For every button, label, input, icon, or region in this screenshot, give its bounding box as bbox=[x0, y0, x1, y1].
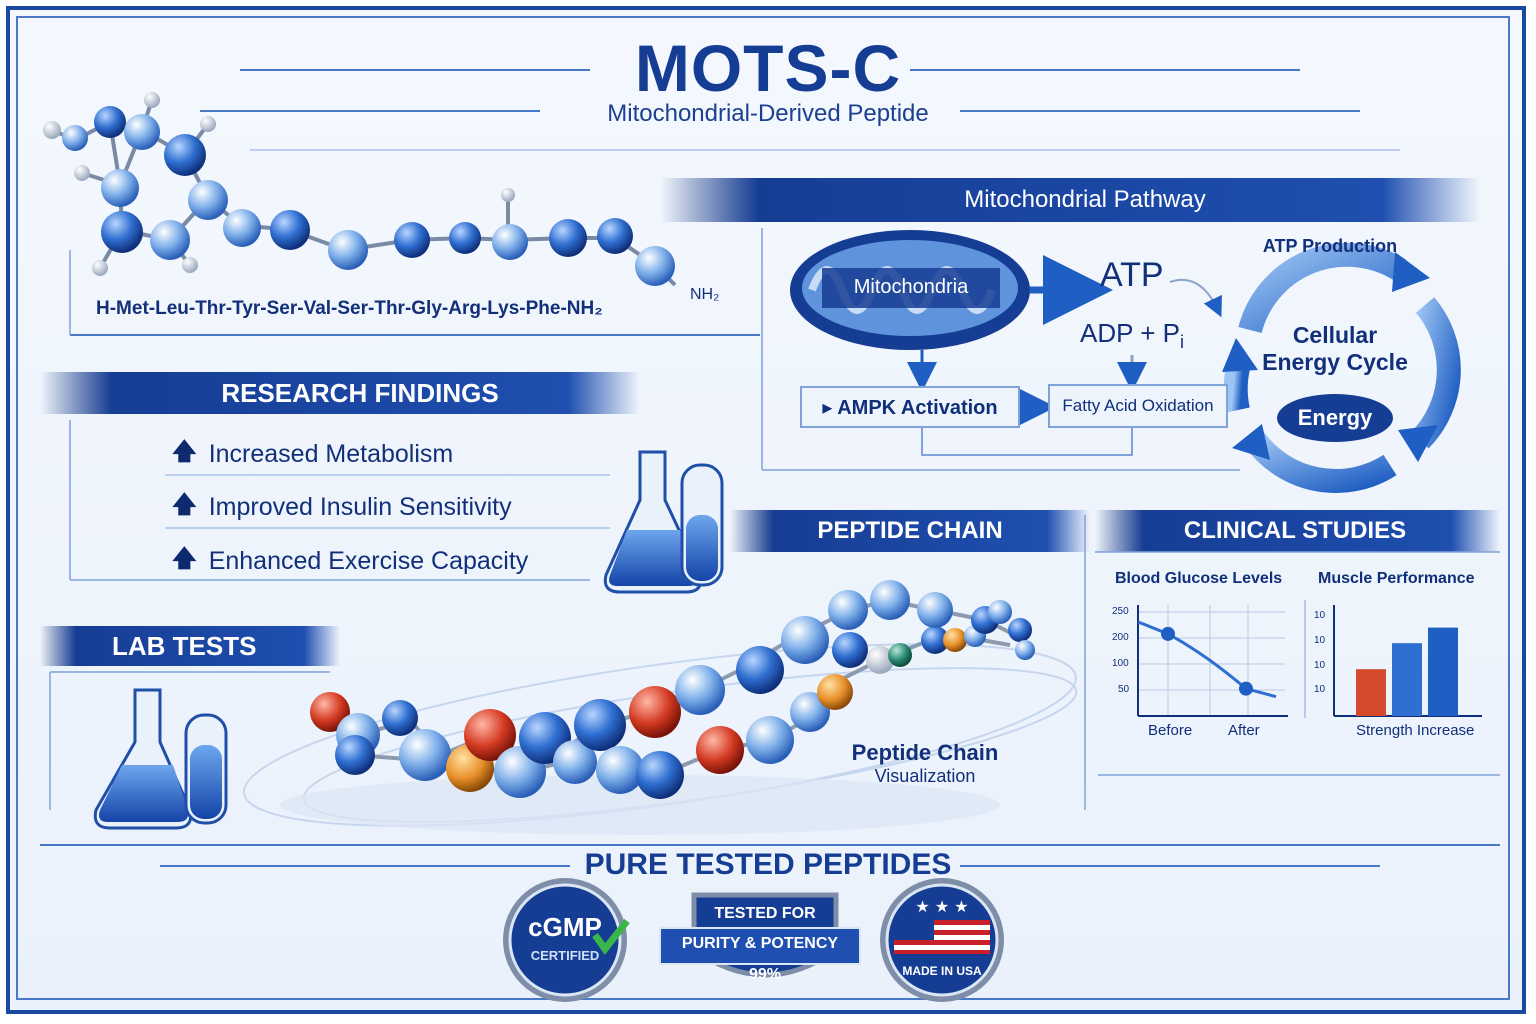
purity-seal-value: 99% bbox=[748, 966, 782, 983]
finding-text: Increased Metabolism bbox=[208, 440, 454, 468]
glucose-chart-title: Blood Glucose Levels bbox=[1115, 570, 1283, 587]
peptide-chain-caption: Peptide Chain Visualization bbox=[830, 740, 1020, 787]
peptide-chain-caption-line2: Visualization bbox=[874, 766, 976, 786]
atp-production-label: ATP Production bbox=[1262, 236, 1398, 256]
ampk-activation-label: ▸ AMPK Activation bbox=[822, 396, 998, 419]
glucose-x-label: Before bbox=[1148, 722, 1193, 739]
muscle-bar bbox=[1428, 627, 1458, 716]
muscle-y-tick: 10 bbox=[1314, 660, 1326, 671]
glucose-data-point bbox=[1161, 626, 1175, 641]
energy-cycle-line1: Cellular bbox=[1292, 322, 1378, 348]
energy-label: Energy bbox=[1297, 405, 1373, 430]
muscle-bar bbox=[1392, 643, 1422, 716]
lab-tests-heading: LAB TESTS bbox=[112, 630, 257, 661]
svg-text:★ ★ ★: ★ ★ ★ bbox=[915, 897, 968, 916]
glucose-y-tick: 50 bbox=[1118, 684, 1130, 695]
up-arrow-icon: 🡅 bbox=[172, 438, 197, 465]
adp-label: ADP + Pi bbox=[1080, 318, 1184, 353]
peptide-chain-caption-line1: Peptide Chain bbox=[851, 740, 999, 765]
mitochondria-label: Mitochondria bbox=[853, 276, 969, 298]
page-subtitle: Mitochondrial-Derived Peptide bbox=[607, 100, 929, 127]
cgmp-seal-main: cGMP bbox=[528, 912, 602, 942]
glucose-x-label: After bbox=[1228, 722, 1260, 739]
glucose-y-tick: 250 bbox=[1112, 606, 1129, 617]
muscle-x-label: Strength Increase bbox=[1356, 722, 1475, 739]
muscle-y-tick: 10 bbox=[1314, 684, 1326, 695]
glucose-y-tick: 200 bbox=[1112, 632, 1129, 643]
muscle-chart-title: Muscle Performance bbox=[1318, 570, 1475, 587]
finding-item: 🡅 Increased Metabolism bbox=[172, 434, 453, 475]
fatty-acid-oxidation-label: Fatty Acid Oxidation bbox=[1062, 396, 1214, 415]
muscle-bar bbox=[1356, 669, 1386, 716]
glucose-chart-marks bbox=[1137, 620, 1277, 699]
finding-item: 🡅 Improved Insulin Sensitivity bbox=[172, 487, 512, 528]
glucose-series-line bbox=[1137, 620, 1277, 699]
made-in-usa-label: MADE IN USA bbox=[902, 964, 982, 978]
atp-label: ATP bbox=[1100, 256, 1164, 294]
fatty-acid-oxidation-box: Fatty Acid Oxidation bbox=[1048, 384, 1228, 428]
cgmp-seal-sub: CERTIFIED bbox=[530, 948, 600, 963]
muscle-y-tick: 10 bbox=[1314, 635, 1326, 646]
up-arrow-icon: 🡅 bbox=[172, 545, 197, 572]
purity-seal-line2: PURITY & POTENCY bbox=[681, 935, 839, 952]
muscle-chart-marks bbox=[1356, 627, 1458, 716]
clinical-studies-heading: CLINICAL STUDIES bbox=[1183, 517, 1407, 544]
glucose-y-tick: 100 bbox=[1112, 658, 1129, 669]
terminal-group-label: NH₂ bbox=[690, 286, 720, 303]
energy-cycle-title: Cellular Energy Cycle bbox=[1245, 322, 1425, 376]
research-findings-heading: RESEARCH FINDINGS bbox=[221, 377, 499, 408]
up-arrow-icon: 🡅 bbox=[172, 491, 197, 518]
pathway-heading: Mitochondrial Pathway bbox=[964, 186, 1206, 213]
peptide-chain-heading: PEPTIDE CHAIN bbox=[817, 517, 1003, 544]
footer-heading: PURE TESTED PEPTIDES bbox=[584, 848, 952, 881]
muscle-y-tick: 10 bbox=[1314, 610, 1326, 621]
peptide-sequence: H-Met-Leu-Thr-Tyr-Ser-Val-Ser-Thr-Gly-Ar… bbox=[96, 298, 603, 319]
adp-subscript: i bbox=[1179, 332, 1184, 353]
adp-text: ADP + P bbox=[1080, 318, 1180, 348]
finding-text: Enhanced Exercise Capacity bbox=[208, 547, 529, 575]
finding-text: Improved Insulin Sensitivity bbox=[208, 493, 512, 521]
page-title: MOTS-C bbox=[634, 31, 902, 105]
energy-cycle-line2: Energy Cycle bbox=[1262, 349, 1408, 375]
ampk-activation-box: ▸ AMPK Activation bbox=[800, 386, 1020, 428]
finding-item: 🡅 Enhanced Exercise Capacity bbox=[172, 541, 528, 582]
glucose-data-point bbox=[1239, 681, 1253, 696]
purity-seal-line1: TESTED FOR bbox=[714, 905, 816, 922]
